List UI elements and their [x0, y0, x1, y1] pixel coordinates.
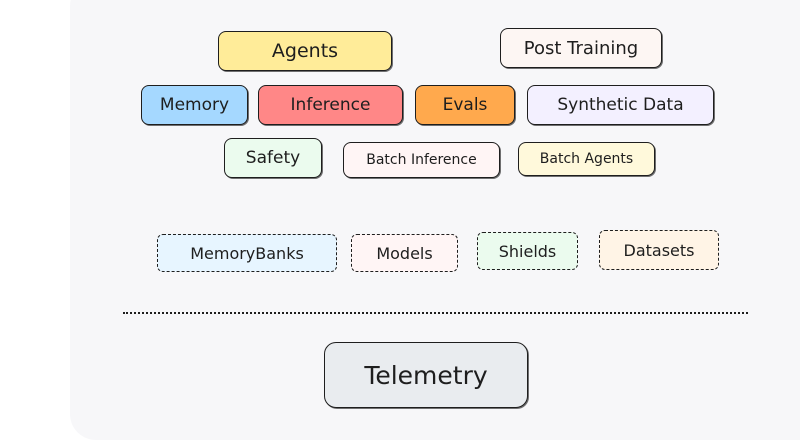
layer-divider [123, 312, 748, 314]
synthetic-data-box: Synthetic Data [527, 85, 714, 125]
batch-agents-box: Batch Agents [518, 142, 655, 176]
models-box: Models [351, 234, 458, 272]
shields-box: Shields [477, 232, 578, 270]
post-training-box: Post Training [500, 28, 662, 68]
memory-box: Memory [141, 85, 248, 125]
safety-box: Safety [224, 138, 322, 178]
batch-inference-box: Batch Inference [343, 142, 500, 178]
agents-box: Agents [218, 31, 392, 71]
datasets-box: Datasets [599, 230, 719, 270]
telemetry-box: Telemetry [324, 342, 528, 408]
inference-box: Inference [258, 85, 403, 125]
evals-box: Evals [415, 85, 515, 125]
memory-banks-box: MemoryBanks [157, 234, 337, 272]
